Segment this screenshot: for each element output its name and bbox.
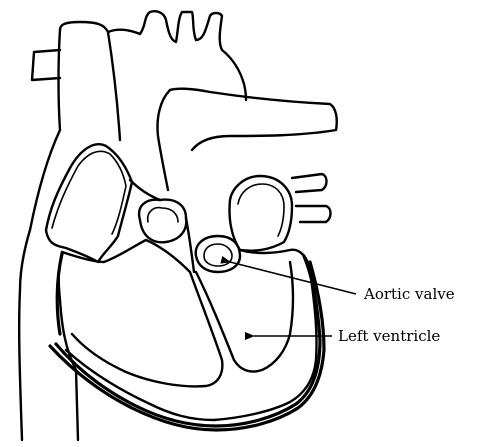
right-atrium [46, 144, 132, 262]
left-ventricle-label: Left ventricle [338, 327, 440, 345]
heart-outline-left [19, 130, 60, 440]
septum [130, 180, 194, 272]
upper-valve-inner [148, 208, 178, 222]
heart-outline-inner-left [59, 252, 78, 440]
left-atrium-inner [238, 184, 284, 236]
aortic-valve-inner [204, 244, 232, 266]
vena-cava-left-wall [59, 30, 61, 130]
left-atrium [229, 176, 292, 251]
pulmonary-veins [292, 174, 331, 222]
pulmonary-artery [170, 89, 337, 150]
aortic-arch-branches [108, 11, 246, 100]
superior-vena-cava [60, 22, 120, 140]
myocardium-band [56, 254, 320, 426]
pulmonary-trunk [158, 90, 171, 190]
aortic-valve-label: Aortic valve [363, 285, 455, 303]
left-ventricle-inner [196, 262, 293, 372]
left-vessel-stub [32, 50, 60, 80]
upper-valve [139, 200, 186, 243]
right-atrium-inner [52, 151, 126, 234]
